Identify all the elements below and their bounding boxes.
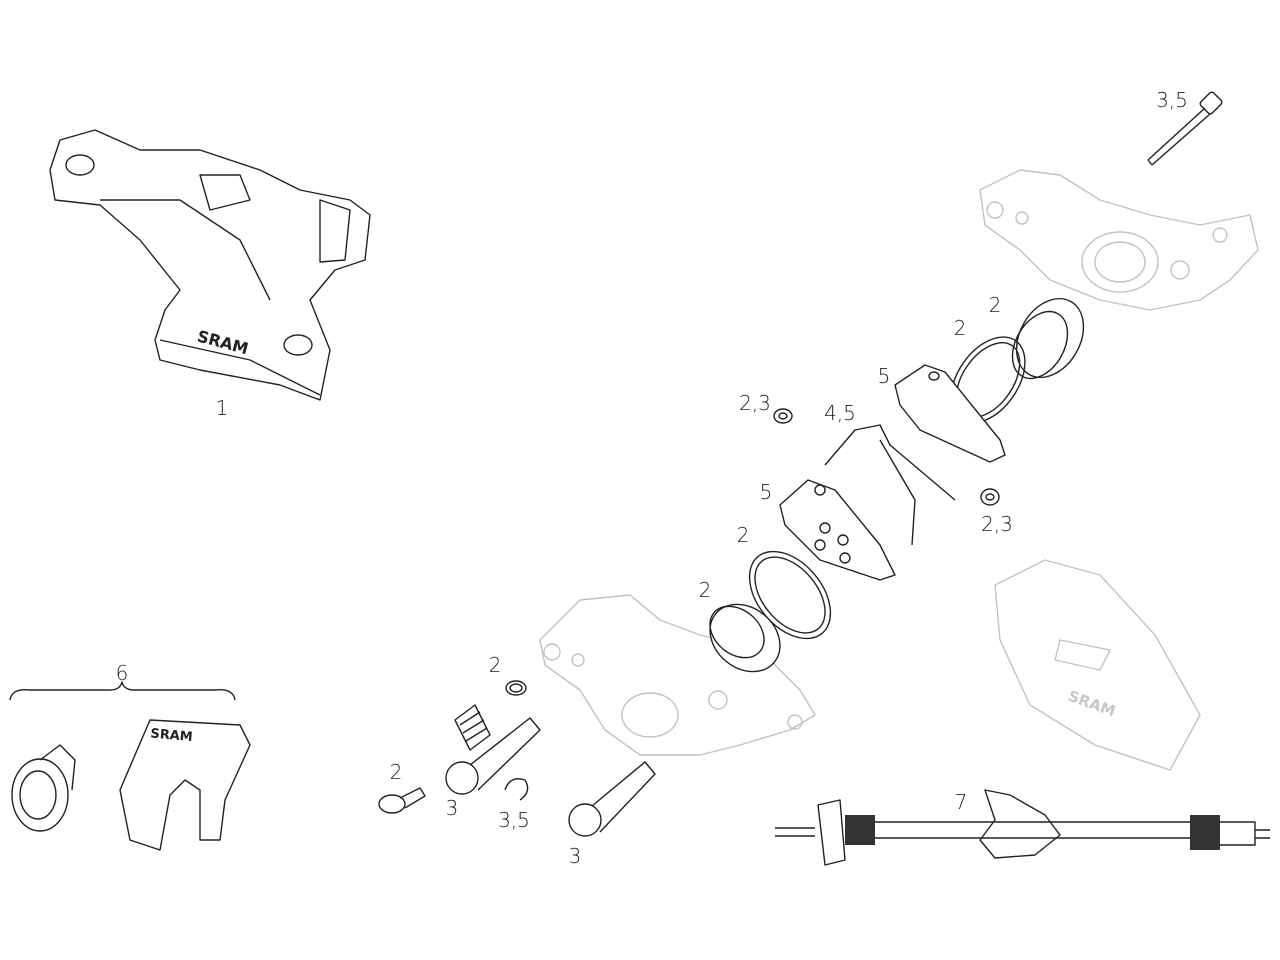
caliper-half-ghost-left xyxy=(539,594,816,756)
caliper-bolt-top-drawing xyxy=(1147,91,1223,166)
callout-pad-right: 5 xyxy=(877,364,891,388)
pad-spring-drawing xyxy=(824,424,956,546)
callout-bleed-tool: 7 xyxy=(954,790,968,814)
callout-retaining-clip: 3,5 xyxy=(498,808,530,832)
mount-bolt-long-drawing xyxy=(568,761,656,837)
callout-caliper-bolt-top: 3,5 xyxy=(1156,88,1188,112)
piston-left-drawing xyxy=(709,603,781,673)
mount-bolt-short-drawing xyxy=(445,717,541,795)
piston-right-drawing xyxy=(1011,297,1085,380)
shield-ghost: SRAM xyxy=(994,559,1201,771)
callout-pad-spring: 4,5 xyxy=(824,401,856,425)
callout-mount-bolt-short: 3 xyxy=(445,796,459,820)
callout-pad-left: 5 xyxy=(759,480,773,504)
caliper-assembly-drawing: SRAM xyxy=(49,129,371,401)
callout-bleed-screw: 2 xyxy=(389,760,403,784)
callout-piston-right: 2 xyxy=(988,293,1002,317)
washer-left-drawing xyxy=(773,408,793,424)
caliper-half-ghost-right xyxy=(979,169,1259,311)
callout-hose-kit: 6 xyxy=(115,661,129,685)
sram-logo-ghost: SRAM xyxy=(1066,687,1118,721)
callout-seal-left: 2 xyxy=(736,523,750,547)
bleed-tool-drawing xyxy=(775,789,1270,866)
callout-washer-right: 2,3 xyxy=(981,512,1013,536)
callout-o-ring: 2 xyxy=(488,653,502,677)
callout-caliper-assembly: 1 xyxy=(215,396,229,420)
callout-piston-left: 2 xyxy=(698,578,712,602)
pad-left-drawing xyxy=(779,479,896,581)
retaining-clip-drawing xyxy=(504,778,529,801)
callout-seal-right: 2 xyxy=(953,316,967,340)
pad-right-drawing xyxy=(894,364,1006,463)
sram-logo-hose: SRAM xyxy=(150,726,194,745)
bleed-screw-drawing xyxy=(378,787,426,814)
washer-right-drawing xyxy=(980,488,1000,506)
spring-drawing xyxy=(454,704,491,751)
o-ring-drawing xyxy=(505,680,527,696)
hose-kit-drawing: SRAM xyxy=(9,681,251,851)
callout-mount-bolt-long: 3 xyxy=(568,844,582,868)
callout-washer-left: 2,3 xyxy=(739,391,771,415)
